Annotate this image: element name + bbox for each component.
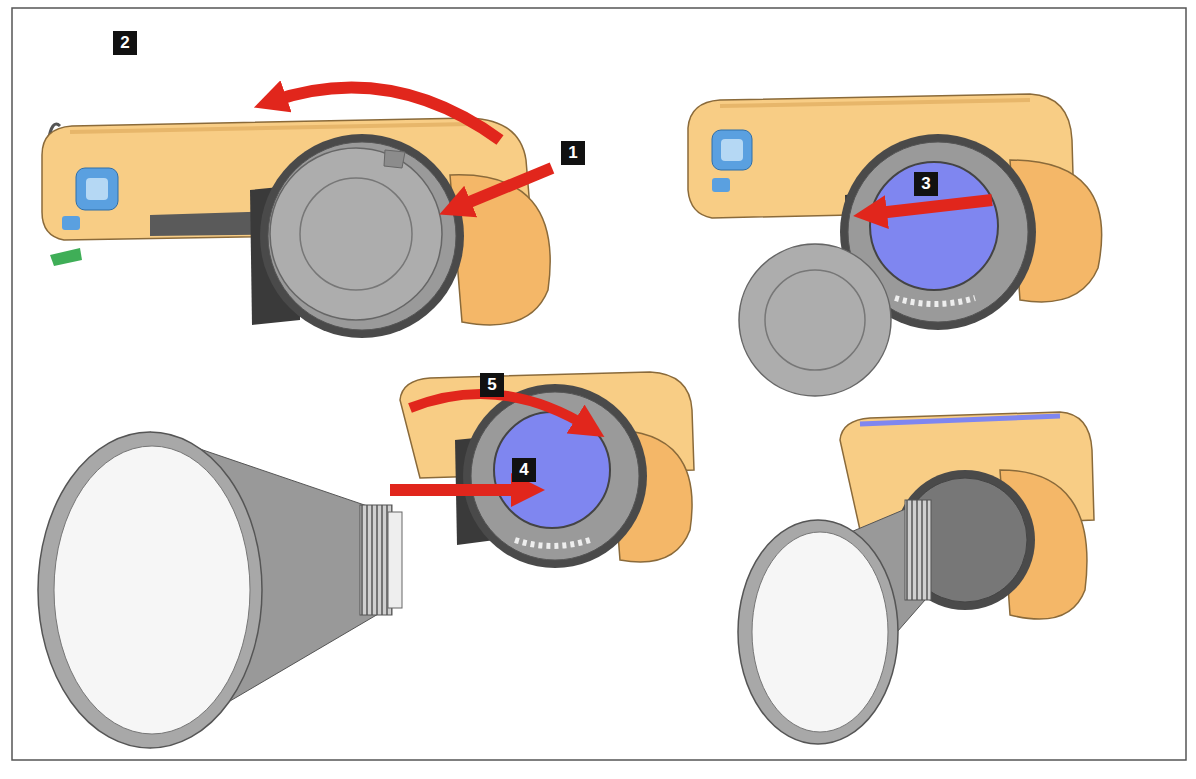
callout-number: 3 bbox=[914, 172, 938, 196]
callout-number: 4 bbox=[512, 458, 536, 482]
callout-number: 1 bbox=[561, 141, 585, 165]
camera-cap-removed bbox=[688, 94, 1102, 396]
frame bbox=[12, 8, 1186, 760]
rotate-arrow bbox=[270, 88, 500, 140]
callout-number: 5 bbox=[480, 373, 504, 397]
camera-with-lens bbox=[738, 412, 1094, 744]
camera-and-lens bbox=[38, 372, 694, 748]
rotate-arrow bbox=[410, 394, 590, 428]
remove-arrow bbox=[870, 200, 992, 214]
push-arrow bbox=[455, 168, 552, 208]
camera-with-cap bbox=[42, 118, 550, 338]
attach-arrow bbox=[390, 484, 528, 496]
callout-number: 2 bbox=[113, 31, 137, 55]
